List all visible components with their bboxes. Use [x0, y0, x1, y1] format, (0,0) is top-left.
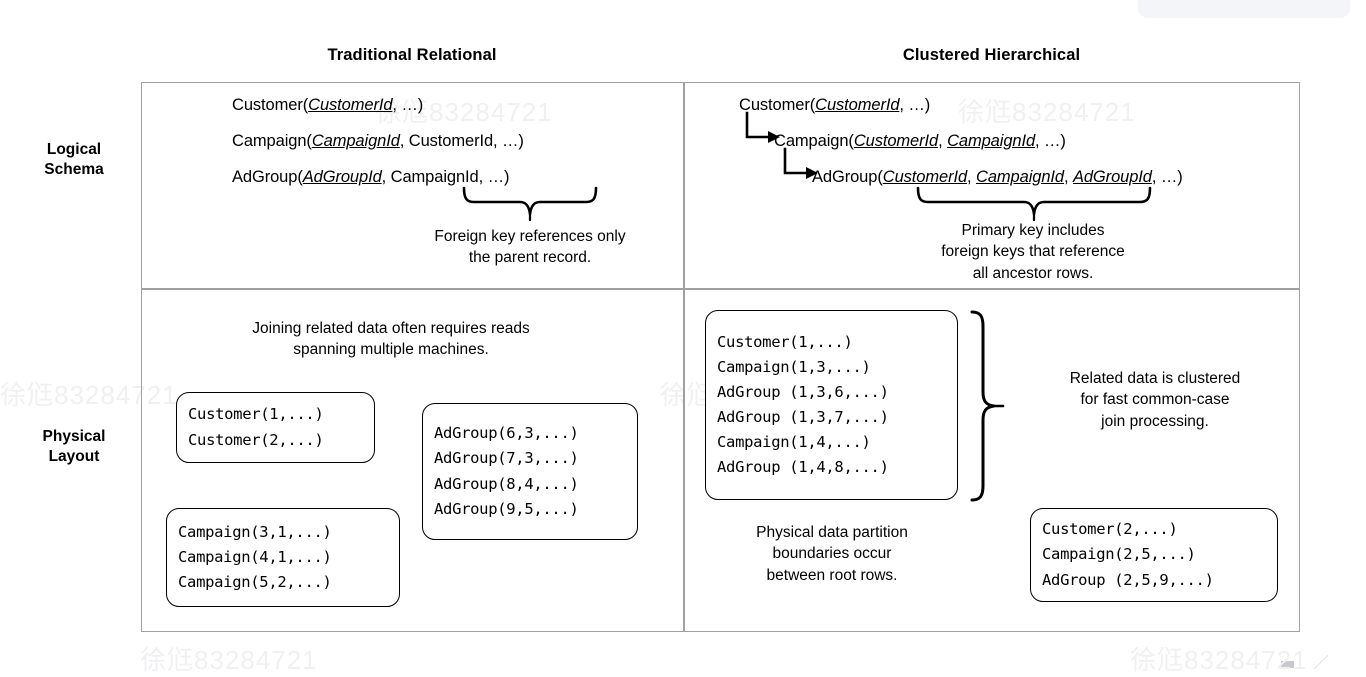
relational-physical-caption-line2: spanning multiple machines.: [293, 341, 489, 359]
artifact-cursor: [1313, 655, 1329, 669]
clustered-grouping-annotation-line1: Related data is clustered: [1069, 370, 1241, 387]
clustered-schema-line-campaign: Campaign(CustomerId, CampaignId, …): [774, 132, 1066, 150]
record-row: Campaign(2,5,...): [1042, 545, 1196, 564]
relational-schema-line-customer: Customer(CustomerId, …): [232, 96, 424, 114]
record-row: AdGroup (2,5,9,...): [1042, 570, 1214, 589]
clustered-partition-boundary-caption: Physical data partition boundaries occur…: [705, 522, 959, 586]
row-label-physical-line2: Layout: [48, 448, 100, 466]
clustered-boundary-caption-line3: between root rows.: [766, 566, 898, 584]
record-row: Customer(2,...): [188, 430, 324, 449]
record-row: AdGroup(8,4,...): [434, 474, 579, 493]
record-row: AdGroup (1,3,7,...): [717, 408, 889, 426]
row-label-logical-schema: Logical Schema: [14, 140, 134, 181]
relational-partition-adgroups: AdGroup(6,3,...) AdGroup(7,3,...) AdGrou…: [422, 403, 638, 540]
column-header-traditional-relational: Traditional Relational: [327, 46, 497, 64]
clustered-grouping-annotation-line2: for fast common-case: [1080, 391, 1230, 409]
row-label-physical-line1: Physical: [42, 428, 106, 445]
record-row: Customer(1,...): [188, 405, 324, 424]
record-row: AdGroup(6,3,...): [434, 424, 579, 443]
record-row: Campaign(3,1,...): [178, 522, 332, 541]
record-row: Campaign(5,2,...): [178, 573, 332, 592]
window-chrome-fragment: [1138, 0, 1350, 18]
clustered-primary-key-annotation: Primary key includes foreign keys that r…: [868, 220, 1198, 284]
record-row: Customer(1,...): [717, 332, 853, 351]
column-header-clustered-hierarchical: Clustered Hierarchical: [902, 46, 1081, 64]
record-row: Customer(2,...): [1042, 520, 1178, 539]
record-row: AdGroup (1,3,6,...): [717, 382, 889, 401]
relational-physical-caption-line1: Joining related data often requires read…: [252, 320, 530, 337]
row-label-physical-layout: Physical Layout: [14, 427, 134, 468]
record-row: AdGroup(9,5,...): [434, 499, 579, 518]
clustered-grouping-annotation-line3: join processing.: [1101, 412, 1209, 430]
clustered-pk-annotation-line3: all ancestor rows.: [972, 264, 1094, 282]
comparison-matrix-frame: [141, 82, 1300, 632]
watermark-e: 徐尩83284721: [140, 645, 318, 675]
row-label-logical-line1: Logical: [46, 141, 102, 158]
clustered-schema-line-customer: Customer(CustomerId, …): [739, 96, 931, 114]
relational-fk-annotation-line1: Foreign key references only: [434, 228, 626, 245]
clustered-pk-annotation-line2: foreign keys that reference: [941, 243, 1125, 261]
matrix-column-divider: [683, 82, 685, 632]
clustered-partition-2: Customer(2,...) Campaign(2,5,...) AdGrou…: [1030, 508, 1278, 602]
record-row: Campaign(4,1,...): [178, 547, 332, 566]
relational-schema-line-campaign: Campaign(CampaignId, CustomerId, …): [232, 132, 524, 150]
relational-physical-caption: Joining related data often requires read…: [171, 318, 611, 361]
clustered-pk-annotation-line1: Primary key includes: [961, 222, 1105, 239]
watermark-f: 徐尩83284721: [1130, 645, 1308, 675]
relational-partition-customers: Customer(1,...) Customer(2,...): [176, 392, 375, 463]
clustered-schema-line-adgroup: AdGroup(CustomerId, CampaignId, AdGroupI…: [812, 168, 1183, 186]
artifact-dot-left: [1281, 661, 1294, 668]
relational-fk-annotation-line2: the parent record.: [468, 249, 592, 267]
clustered-grouping-annotation: Related data is clustered for fast commo…: [1010, 368, 1300, 432]
record-row: Campaign(1,3,...): [717, 357, 871, 376]
record-row: AdGroup(7,3,...): [434, 449, 579, 468]
clustered-boundary-caption-line2: boundaries occur: [772, 545, 892, 563]
relational-partition-campaigns: Campaign(3,1,...) Campaign(4,1,...) Camp…: [166, 508, 400, 607]
relational-schema-line-adgroup: AdGroup(AdGroupId, CampaignId, …): [232, 168, 510, 186]
row-label-logical-line2: Schema: [44, 161, 104, 179]
record-row: AdGroup (1,4,8,...): [717, 458, 889, 477]
relational-foreign-key-annotation: Foreign key references only the parent r…: [365, 226, 695, 269]
matrix-row-divider: [141, 288, 1300, 290]
clustered-partition-1: Customer(1,...) Campaign(1,3,...) AdGrou…: [705, 310, 958, 500]
clustered-boundary-caption-line1: Physical data partition: [756, 524, 908, 541]
record-row: Campaign(1,4,...): [717, 433, 871, 452]
